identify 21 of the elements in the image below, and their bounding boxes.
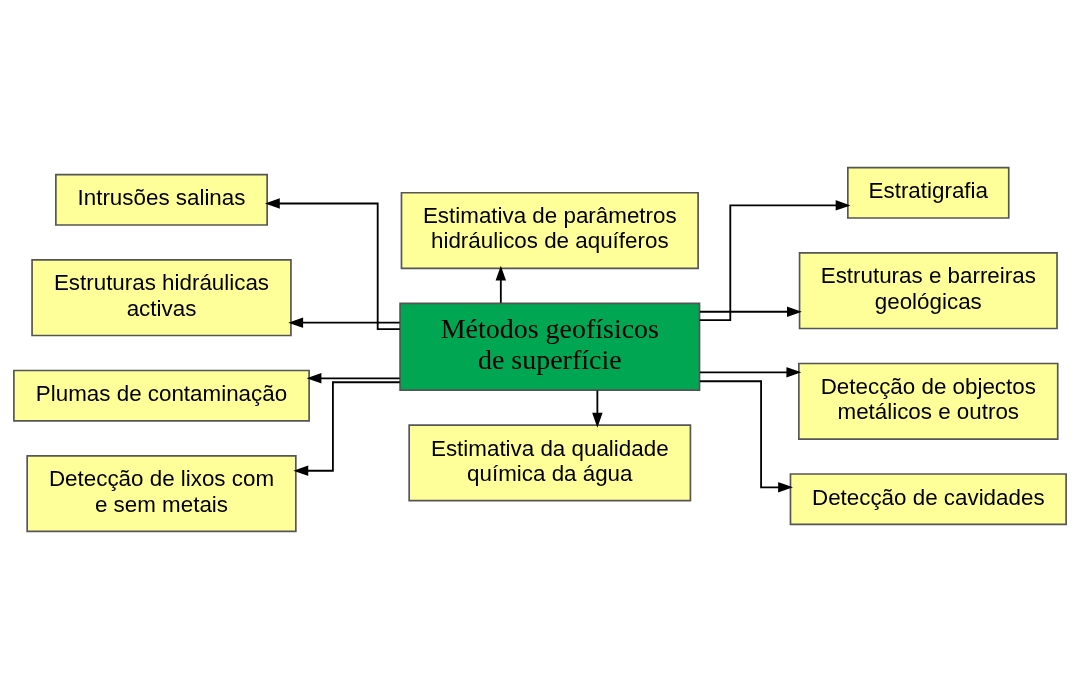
arrow	[592, 389, 603, 428]
node-box: Detecção de objectos metálicos e outros	[798, 362, 1059, 440]
node-box: Estruturas hidráulicas activas	[31, 259, 292, 337]
arrow	[293, 381, 401, 476]
arrow	[495, 265, 507, 304]
node-box: Estratigrafia	[847, 166, 1010, 219]
arrow	[699, 367, 802, 378]
node-box: Detecção de cavidades	[789, 473, 1067, 526]
node-box: Plumas de contaminação	[13, 369, 310, 422]
arrow	[699, 380, 793, 493]
arrow	[264, 198, 401, 330]
node-box: Detecção de lixos com e sem metais	[26, 455, 297, 533]
node-box: Estruturas e barreiras geológicas	[798, 252, 1058, 330]
arrow	[288, 317, 401, 328]
node-box: Métodos geofísicos de superfície	[399, 302, 701, 391]
node-box: Intrusões salinas	[55, 173, 268, 226]
node-box: Estimativa de parâmetros hidráulicos de aquíferos	[400, 191, 699, 270]
arrow	[698, 200, 851, 322]
arrow	[699, 306, 802, 317]
node-box: Estimativa da qualidade química da água	[408, 424, 692, 502]
arrow	[306, 373, 401, 384]
